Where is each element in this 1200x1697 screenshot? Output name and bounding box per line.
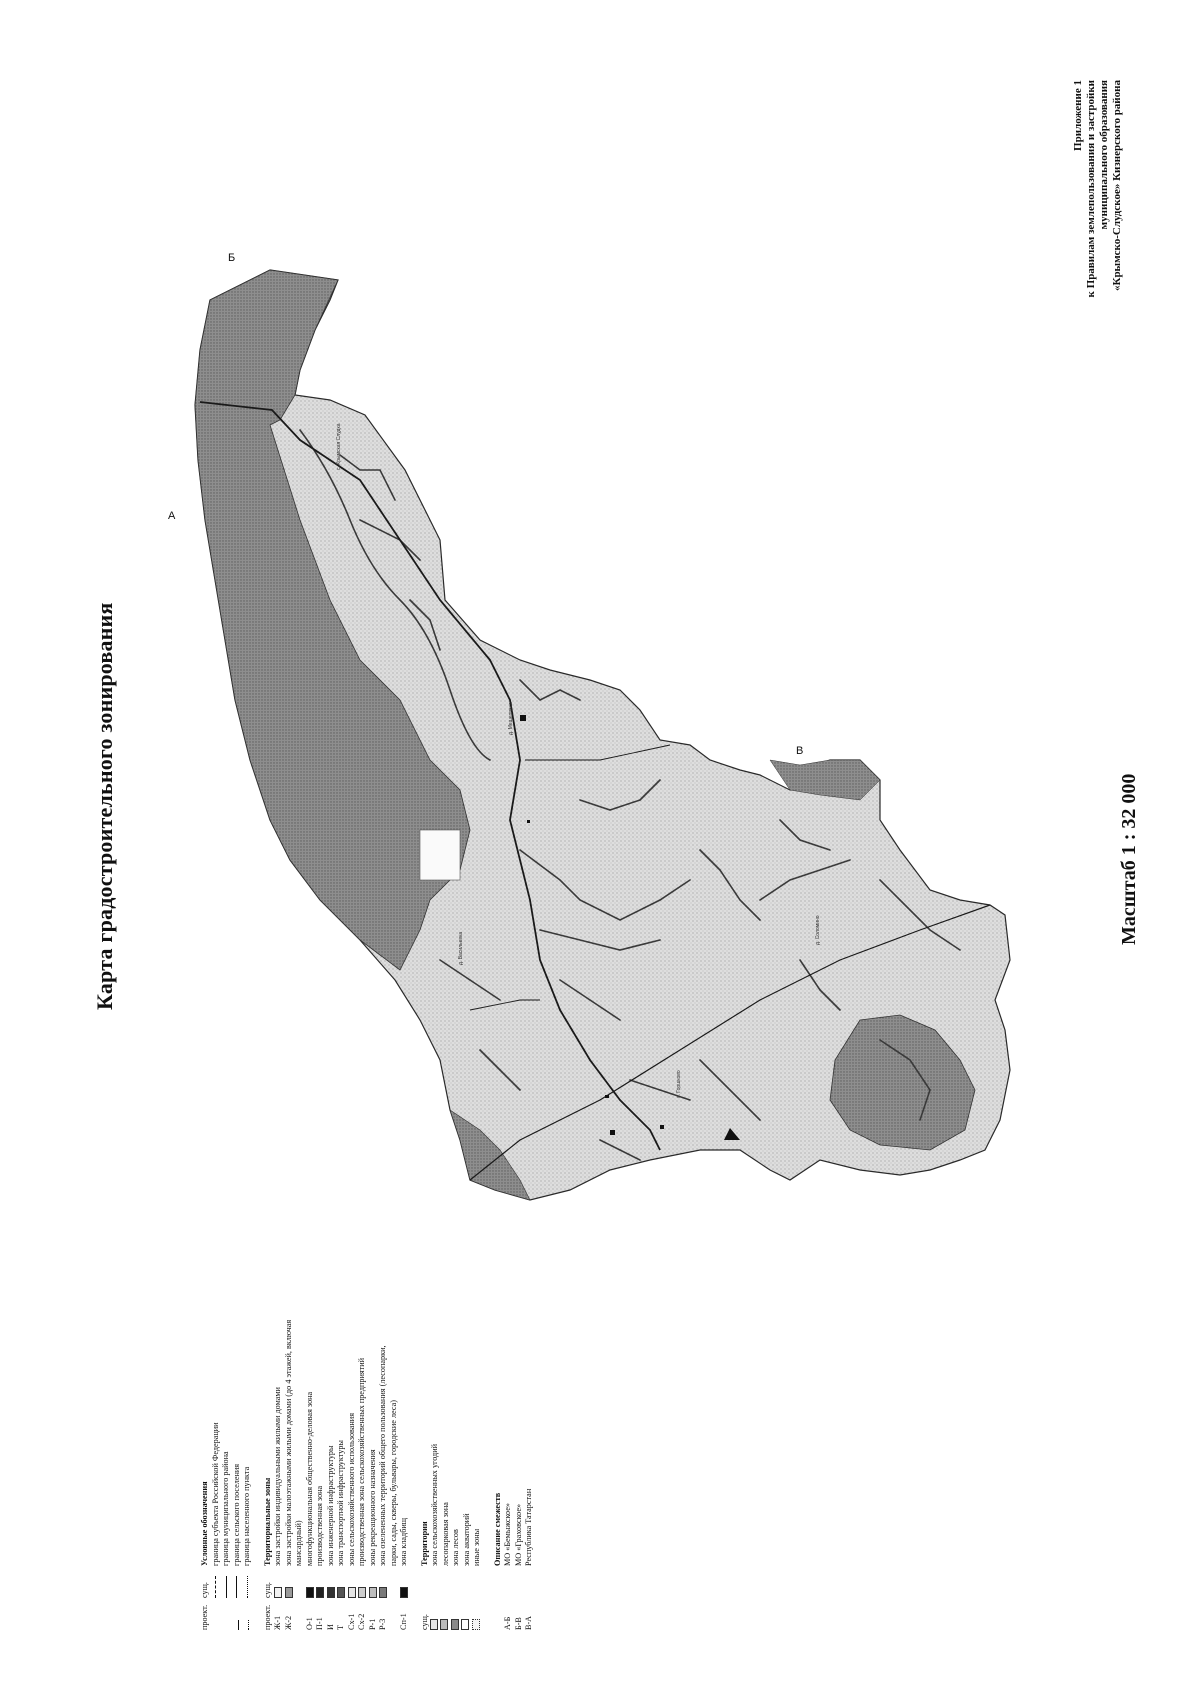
zone-swatch	[347, 1587, 356, 1598]
zone-code: Р-1	[367, 1618, 377, 1630]
zone-code: П-1	[315, 1617, 324, 1630]
legend-heading-adjacency: Описание смежеств	[492, 1492, 502, 1566]
zone-label: мансардный)	[294, 1520, 303, 1566]
forest-patch	[829, 1014, 976, 1151]
adjacency-label: МО «Граховское»	[513, 1503, 523, 1566]
line-swatch	[215, 1576, 217, 1598]
zone-swatch	[337, 1587, 346, 1598]
line-swatch	[248, 1620, 249, 1630]
zone-label: зона инженерной инфраструктуры	[325, 1445, 335, 1566]
appendix-line-4: «Крымско-Слудское» Кизнерского района	[1111, 80, 1123, 292]
territory-swatch	[429, 1619, 438, 1630]
territory-label: зона лесов	[451, 1529, 460, 1566]
zone-code: Ж-1	[273, 1615, 282, 1630]
territory-label: лесопарковая зона	[440, 1502, 450, 1566]
territory-label: иные зоны	[472, 1528, 481, 1566]
appendix-line-2: к Правилам землепользования и застройки	[1085, 80, 1097, 298]
zone-swatch	[358, 1587, 367, 1598]
zone-label: многофункциональная общественно-деловая …	[304, 1391, 314, 1566]
zone-swatch	[400, 1587, 409, 1598]
line-swatch	[225, 1576, 227, 1598]
territory-swatch	[450, 1619, 459, 1630]
zone-swatch	[316, 1587, 325, 1598]
appendix-line-3: муниципального образования	[1098, 80, 1110, 230]
adjacency-code: Б-В	[513, 1617, 523, 1630]
zone-label: зона озелененных территорий общего польз…	[378, 1345, 387, 1566]
point-v: В	[796, 745, 804, 757]
zone-code: Ж-2	[283, 1615, 293, 1630]
village-label: д. Васильевка	[458, 931, 464, 965]
legend-col-exist: сущ.	[200, 1582, 209, 1598]
zone-label: зоны сельскохозяйственного использования	[346, 1413, 356, 1566]
legend-col-exist: сущ.	[419, 1614, 429, 1630]
zone-code: Р-3	[378, 1618, 387, 1630]
legend-item: граница муниципального района	[221, 1451, 230, 1566]
legend-item: граница сельского поселения	[231, 1464, 241, 1566]
adjacency-label: МО «Бемыжское»	[503, 1503, 512, 1566]
territory-swatch	[471, 1619, 480, 1630]
zone-label: производственная зона сельскохозяйственн…	[357, 1358, 366, 1566]
territory-swatch	[440, 1619, 448, 1630]
territory-label: зона акваторий	[461, 1513, 471, 1566]
zone-label: зоны рекреационного назначения	[367, 1449, 377, 1566]
legend-heading-zones: Территориальные зоны	[262, 1477, 272, 1566]
zone-code: Сп-1	[399, 1613, 408, 1630]
zone-swatch	[284, 1587, 293, 1598]
village-label: д. Соломино	[815, 915, 821, 945]
zone-label: парки, сады, скверы, бульвары, городские…	[388, 1400, 398, 1566]
zone-code: Сх-1	[346, 1613, 356, 1630]
line-swatch	[246, 1576, 248, 1598]
zone-label: зона кладбищ	[399, 1517, 408, 1566]
zone-code: И	[325, 1624, 335, 1630]
legend-heading-conventions: Условные обозначения	[200, 1481, 209, 1566]
zone-label: зона застройки индивидуальными жилыми до…	[273, 1387, 282, 1566]
territory-label: зона сельскохозяйственных угодий	[430, 1444, 439, 1566]
legend-item: граница субъекта Российской Федерации	[210, 1422, 220, 1566]
legend-item: граница населенного пункта	[242, 1466, 251, 1566]
legend-col-proj: проект.	[262, 1604, 272, 1630]
village-label: с. Горшково	[676, 1070, 682, 1098]
line-swatch	[237, 1620, 239, 1630]
adjacency-label: Республика Татарстан	[524, 1488, 533, 1566]
village-label: д. Мещерявка	[508, 702, 514, 735]
forest-zone	[194, 269, 471, 971]
point-a: А	[168, 510, 176, 522]
zone-label: зона застройки малоэтажными жилыми домам…	[283, 1319, 293, 1566]
boundaries	[199, 401, 991, 1181]
adjacency-code: А-Б	[503, 1616, 512, 1630]
map-scale: Масштаб 1 : 32 000	[1118, 773, 1140, 945]
zone-swatch	[368, 1587, 377, 1598]
line-swatch	[236, 1576, 238, 1598]
appendix-line-1: Приложение 1	[1072, 80, 1084, 151]
zone-label: производственная зона	[315, 1485, 324, 1566]
zone-label: зона транспортной инфраструктуры	[336, 1440, 345, 1566]
legend-heading-territories: Территории	[419, 1521, 429, 1566]
zone-swatch	[326, 1587, 335, 1598]
zone-code: Сх-2	[357, 1613, 366, 1630]
zone-code: Т	[336, 1624, 345, 1630]
adjacency-code: В-А	[524, 1615, 533, 1630]
territory-swatch	[461, 1619, 469, 1630]
appendix-note: Приложение 1 к Правилам землепользования…	[1072, 80, 1124, 330]
map-title: Карта градостроительного зонирования	[92, 602, 117, 1010]
point-b: Б	[228, 252, 236, 264]
zone-code: О-1	[304, 1617, 314, 1630]
legend: проект. сущ. Условные обозначения границ…	[200, 1150, 580, 1630]
legend-col-exist: сущ.	[262, 1582, 272, 1598]
village-label: с. Крымская Слудка	[336, 423, 342, 470]
zone-swatch	[305, 1587, 314, 1598]
settlements	[520, 715, 740, 1140]
zone-swatch	[379, 1587, 388, 1598]
zone-swatch	[274, 1587, 283, 1598]
rivers	[299, 429, 961, 1161]
legend-col-proj: проект.	[200, 1604, 209, 1630]
